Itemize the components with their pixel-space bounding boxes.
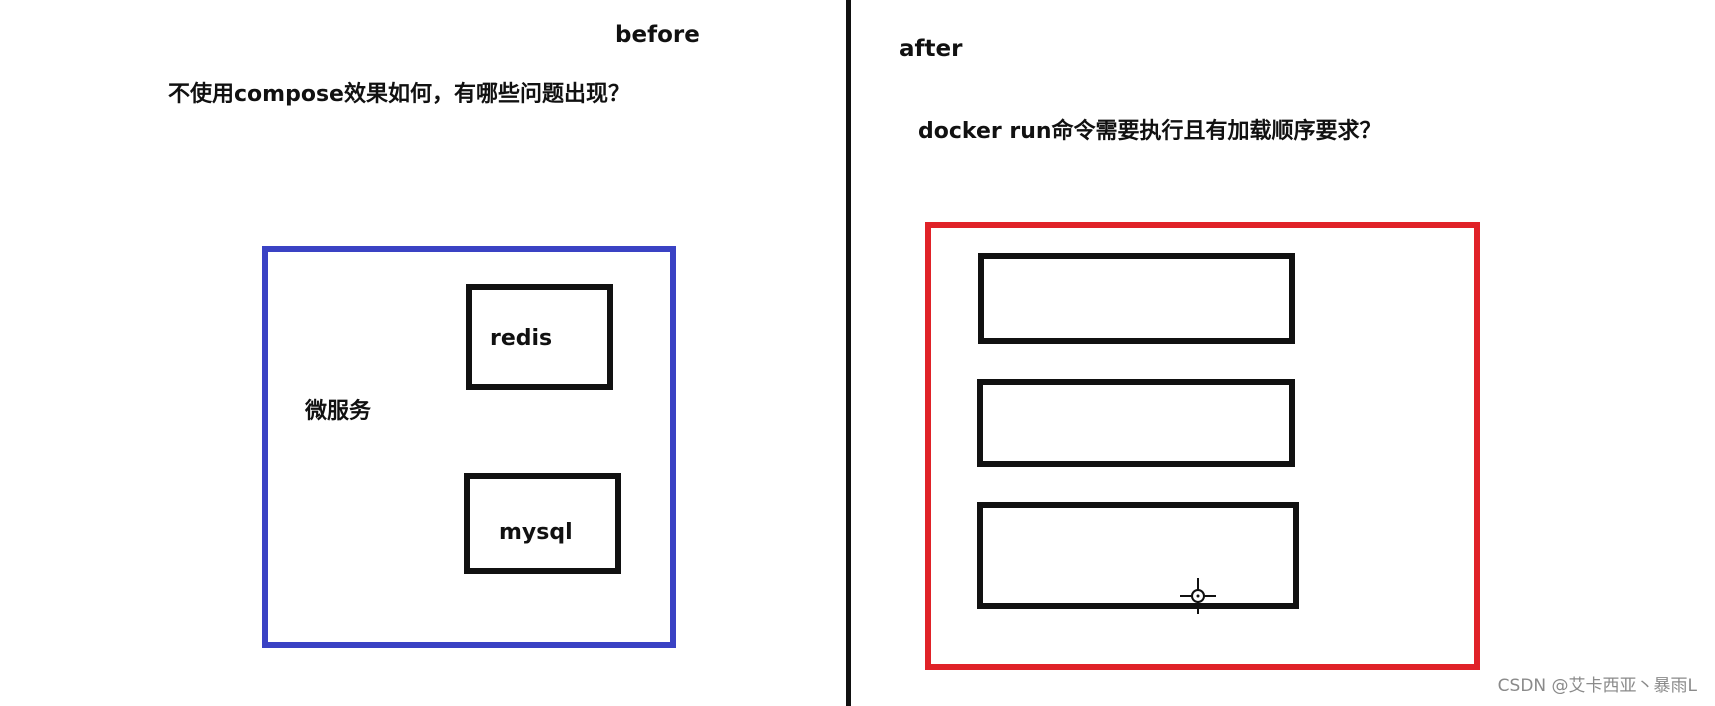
mysql-label: mysql <box>499 520 573 545</box>
startup-order-container <box>925 222 1480 670</box>
csdn-watermark: CSDN @艾卡西亚丶暴雨L <box>1497 676 1697 696</box>
microservice-label: 微服务 <box>305 399 372 424</box>
service-box-2 <box>977 379 1295 467</box>
redis-box <box>466 284 613 390</box>
crosshair-cursor-icon <box>1180 578 1216 614</box>
before-heading: before <box>615 22 700 48</box>
after-question: docker run命令需要执行且有加载顺序要求？ <box>918 119 1382 144</box>
before-question: 不使用compose效果如何，有哪些问题出现？ <box>168 82 630 107</box>
mysql-box <box>464 473 621 574</box>
panel-divider <box>846 0 851 706</box>
service-box-3 <box>977 502 1299 609</box>
service-box-1 <box>978 253 1295 344</box>
microservice-container <box>262 246 676 648</box>
redis-label: redis <box>490 326 553 351</box>
after-heading: after <box>899 36 963 62</box>
